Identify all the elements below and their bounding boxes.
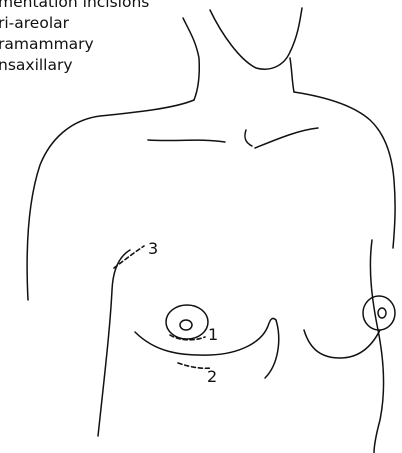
right-breast-contour <box>304 330 380 358</box>
right-areola <box>363 296 395 330</box>
label-periareolar-number: 1 <box>208 325 218 344</box>
left-shoulder-outline <box>27 100 194 300</box>
right-shoulder-outline <box>294 92 395 248</box>
label-inframammary-number: 2 <box>207 367 217 386</box>
neck-right-line <box>210 8 302 69</box>
left-clavicle <box>148 140 225 142</box>
left-axilla-line <box>98 250 130 436</box>
right-nipple <box>378 308 386 318</box>
label-transaxillary-number: 3 <box>148 239 158 258</box>
right-axilla-line <box>370 240 383 453</box>
right-clavicle <box>255 128 318 148</box>
neck-base-right <box>290 58 294 92</box>
neck-left-line <box>183 18 199 100</box>
transaxillary-incision <box>114 246 144 268</box>
left-nipple <box>180 320 192 330</box>
sternal-notch <box>245 130 252 146</box>
left-areola <box>166 305 208 339</box>
